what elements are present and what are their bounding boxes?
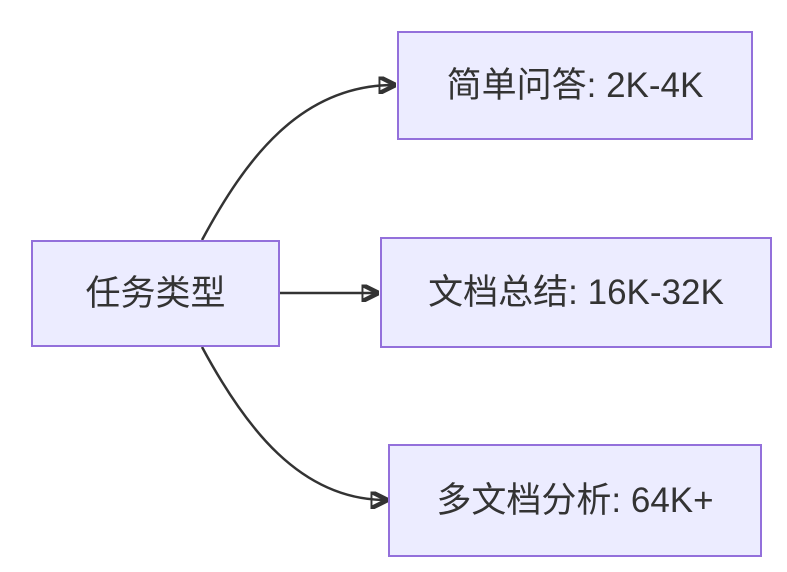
- edge-root-to-multi-doc: [200, 346, 386, 500]
- node-simple-qa-label: 简单问答: 2K-4K: [446, 65, 704, 105]
- node-doc-summary-label: 文档总结: 16K-32K: [428, 272, 724, 312]
- node-simple-qa: 简单问答: 2K-4K: [397, 31, 753, 140]
- node-doc-summary: 文档总结: 16K-32K: [380, 237, 772, 348]
- node-multi-doc-label: 多文档分析: 64K+: [436, 480, 714, 520]
- node-task-type: 任务类型: [31, 240, 280, 347]
- edge-root-to-simple-qa: [200, 85, 394, 241]
- node-task-type-label: 任务类型: [85, 273, 226, 313]
- node-multi-doc: 多文档分析: 64K+: [388, 444, 762, 557]
